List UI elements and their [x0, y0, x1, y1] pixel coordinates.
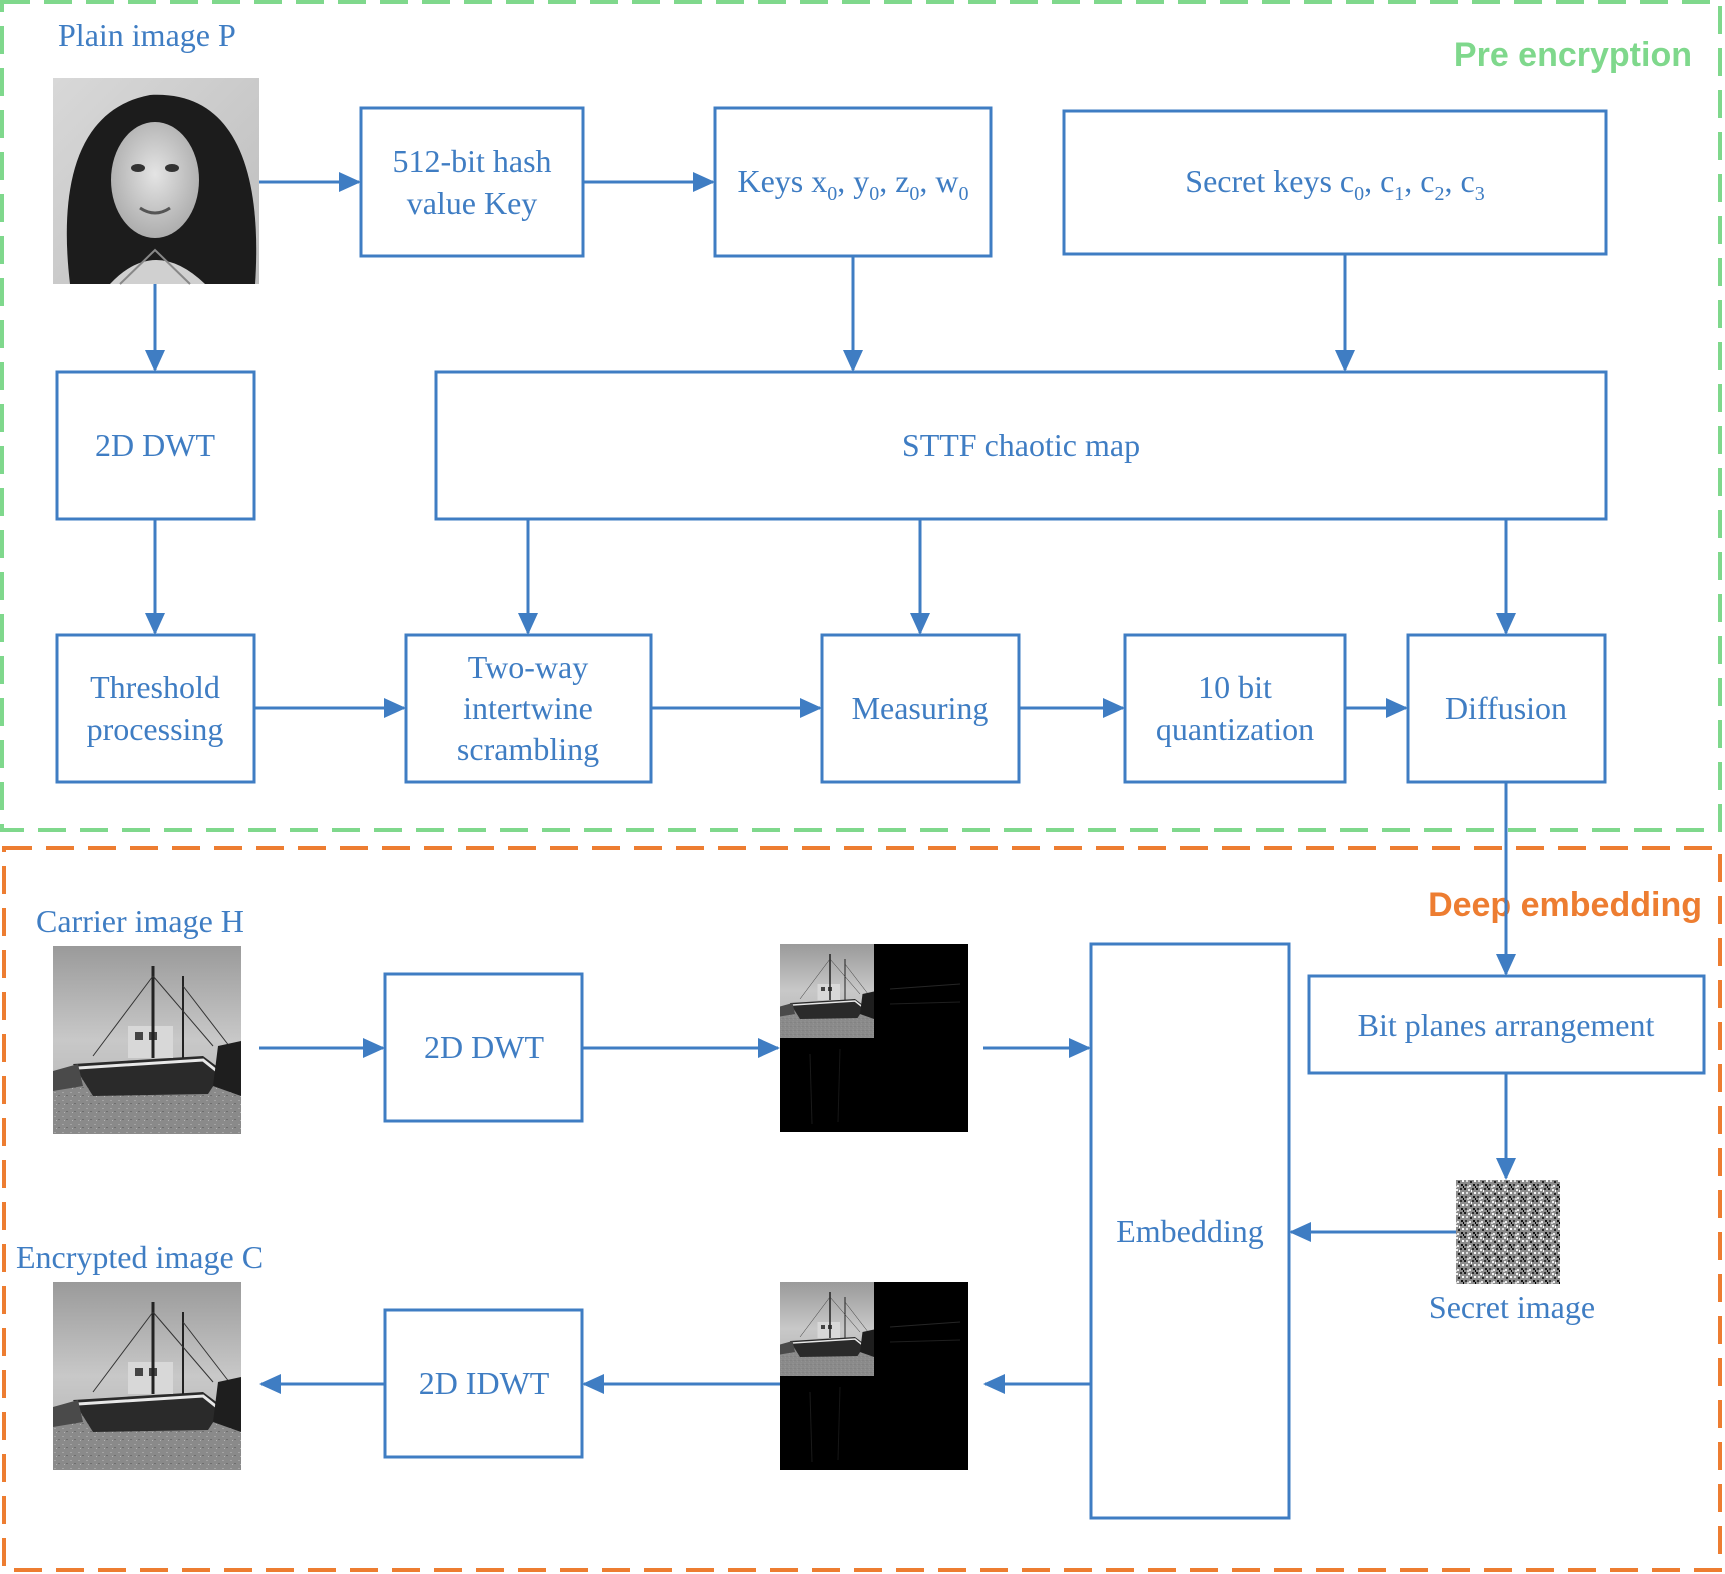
quantization-line1: 10 bit	[1198, 669, 1272, 705]
carrier-wavelet-image	[780, 944, 968, 1132]
secret-key-var-1: c	[1380, 163, 1394, 199]
encrypted-image-label: Encrypted image C	[16, 1239, 263, 1275]
secret-keys-label: Secret keys c0, c1, c2, c3	[1185, 163, 1484, 205]
secret-key-sub-2: 2	[1435, 183, 1445, 205]
twoway-box	[404, 633, 653, 784]
key-var-z: z	[895, 163, 909, 199]
hash-box	[359, 106, 585, 258]
secret-key-var-2: c	[1420, 163, 1434, 199]
quantization-line2: quantization	[1156, 711, 1314, 747]
key-var-y: y	[853, 163, 869, 199]
twoway-line1: Two-way	[468, 649, 588, 685]
key-sub-w: 0	[959, 183, 969, 205]
keys-prefix: Keys	[737, 163, 811, 199]
secret-image-noise	[1456, 1180, 1560, 1284]
connectors	[145, 172, 1516, 1394]
key-var-w: w	[935, 163, 958, 199]
secret-key-sub-0: 0	[1354, 183, 1364, 205]
bitplanes-label: Bit planes arrangement	[1358, 1007, 1655, 1043]
diffusion-box	[1406, 633, 1607, 784]
plain-image-label: Plain image P	[58, 17, 236, 53]
dwt-carrier-box	[383, 972, 584, 1123]
quantization-box	[1123, 633, 1347, 784]
dwt-top-label: 2D DWT	[95, 427, 215, 463]
key-sub-y: 0	[869, 183, 879, 205]
embedding-label: Embedding	[1116, 1213, 1264, 1249]
deep-embedding-border	[2, 846, 1722, 1572]
hash-box-line2: value Key	[407, 185, 538, 221]
deep-embedding-title: Deep embedding	[1428, 886, 1702, 924]
threshold-line1: Threshold	[90, 669, 220, 705]
hash-box-line1: 512-bit hash	[392, 143, 551, 179]
sttf-label: STTF chaotic map	[902, 427, 1140, 463]
measuring-box	[820, 633, 1021, 784]
threshold-box	[55, 633, 256, 784]
key-sub-x: 0	[827, 183, 837, 205]
dwt-carrier-label: 2D DWT	[424, 1029, 544, 1065]
secret-image-label: Secret image	[1429, 1289, 1595, 1325]
secret-key-sub-1: 1	[1394, 183, 1404, 205]
carrier-image-label: Carrier image H	[36, 903, 244, 939]
threshold-line2: processing	[87, 711, 224, 747]
secret-keys-prefix: Secret keys	[1185, 163, 1340, 199]
pre-encryption-border	[0, 0, 1722, 832]
secret-key-var-0: c	[1340, 163, 1354, 199]
dwt-top-box	[55, 370, 256, 521]
embedding-box	[1089, 942, 1291, 1520]
keys-box	[713, 106, 993, 258]
pre-encryption-title: Pre encryption	[1454, 36, 1692, 74]
twoway-line3: scrambling	[457, 731, 599, 767]
secret-key-sub-3: 3	[1475, 183, 1485, 205]
encrypted-image-boat	[51, 1280, 243, 1472]
carrier-image-boat	[51, 944, 243, 1136]
bitplanes-box	[1307, 974, 1706, 1075]
key-var-x: x	[811, 163, 827, 199]
measuring-label: Measuring	[852, 690, 989, 726]
sttf-box	[434, 370, 1608, 521]
secret-keys-box	[1062, 109, 1608, 256]
secret-key-var-3: c	[1461, 163, 1475, 199]
embedded-wavelet-image	[780, 1282, 968, 1470]
diffusion-label: Diffusion	[1445, 690, 1567, 726]
twoway-line2: intertwine	[463, 690, 593, 726]
keys-box-label: Keys x0, y0, z0, w0	[737, 163, 968, 205]
idwt-label: 2D IDWT	[419, 1365, 550, 1401]
plain-image-portrait	[53, 78, 259, 285]
key-sub-z: 0	[909, 183, 919, 205]
